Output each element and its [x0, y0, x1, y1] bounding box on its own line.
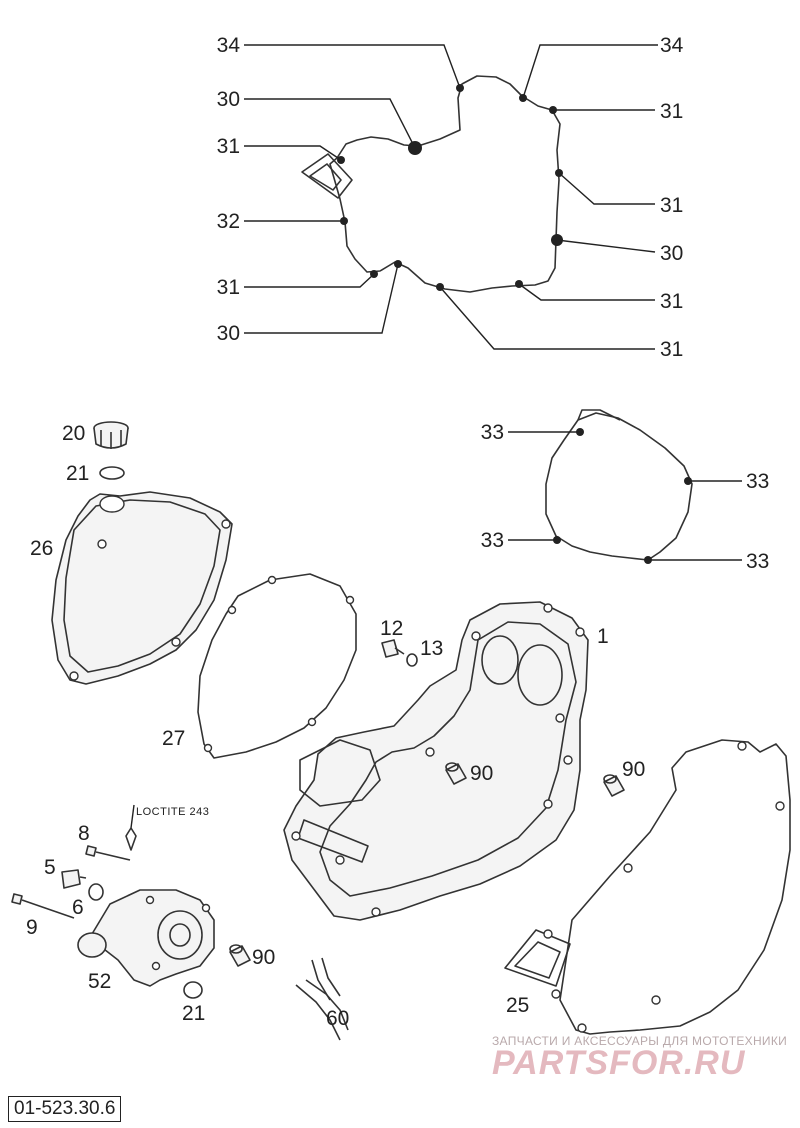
callout-26: 26 — [30, 537, 53, 560]
coolant-hose — [295, 957, 349, 1041]
callout-21-lower: 21 — [182, 1002, 205, 1025]
top-gasket-callouts: 34 34 30 31 31 31 32 30 31 31 30 31 — [217, 34, 684, 361]
callout-20: 20 — [62, 422, 85, 445]
callout-6: 6 — [72, 896, 84, 919]
callout-33-bottom-left: 33 — [481, 529, 504, 552]
clutch-cover-outer-gasket — [504, 739, 791, 1035]
callout-90-left: 90 — [470, 762, 493, 785]
callout-34-right: 34 — [660, 34, 684, 57]
dowel-sleeve-lower — [229, 944, 251, 967]
o-ring-lower — [183, 981, 203, 999]
callout-31-right-mid: 31 — [660, 194, 683, 217]
top-gasket-leader-lines — [244, 44, 658, 350]
o-ring-upper — [99, 466, 125, 480]
dowel-sleeve-upper-left — [445, 762, 467, 785]
ignition-gasket-callouts: 33 33 33 33 — [481, 421, 770, 573]
callout-25: 25 — [506, 994, 529, 1017]
ignition-cover — [51, 491, 233, 685]
callout-12: 12 — [380, 617, 403, 640]
oil-filler-plug — [93, 421, 129, 449]
callout-9: 9 — [26, 916, 38, 939]
callout-5: 5 — [44, 856, 56, 879]
callout-30-bottom: 30 — [217, 322, 240, 345]
watermark-tagline: ЗАПЧАСТИ И АКСЕССУАРЫ ДЛЯ МОТОТЕХНИКИ — [492, 1034, 787, 1048]
callout-32: 32 — [217, 210, 240, 233]
callout-90-lower: 90 — [252, 946, 275, 969]
callout-34-left: 34 — [217, 34, 241, 57]
callout-33-top-left: 33 — [481, 421, 504, 444]
callout-8: 8 — [78, 822, 90, 845]
callout-31-right-top: 31 — [660, 100, 683, 123]
callout-27: 27 — [162, 727, 185, 750]
ignition-cover-gasket-27 — [197, 573, 357, 759]
ignition-gasket-leaders — [508, 431, 742, 561]
watermark-brand: PARTSFOR.RU — [492, 1044, 746, 1082]
sealing-washer — [406, 653, 418, 667]
callout-31-bottom: 31 — [660, 338, 683, 361]
loctite-label: LOCTITE 243 — [136, 806, 209, 818]
ignition-gasket-points — [553, 428, 692, 564]
diagram-reference-code: 01-523.30.6 — [8, 1096, 122, 1122]
callout-31-left-low: 31 — [217, 276, 240, 299]
callout-21-upper: 21 — [66, 462, 89, 485]
callout-31-left-top: 31 — [217, 135, 240, 158]
plug-washer — [88, 883, 104, 901]
callout-30-top: 30 — [217, 88, 240, 111]
screw-plug — [61, 869, 87, 889]
clutch-cover-gasket — [301, 75, 561, 293]
loctite-annotation: LOCTITE 243 — [125, 804, 209, 851]
callout-30-right: 30 — [660, 242, 683, 265]
callout-90-right: 90 — [622, 758, 645, 781]
callout-13: 13 — [420, 637, 443, 660]
water-pump-bolt — [11, 893, 75, 919]
dowel-sleeve-upper-right — [603, 774, 625, 797]
clutch-cover-housing — [283, 601, 589, 921]
gasket-fastener-points — [337, 84, 563, 291]
callout-33-bottom-right: 33 — [746, 550, 769, 573]
callout-52: 52 — [88, 970, 111, 993]
callout-33-right: 33 — [746, 470, 769, 493]
callout-1: 1 — [597, 625, 609, 648]
water-pump-housing — [77, 889, 215, 987]
drain-bolt — [381, 639, 405, 658]
water-pump-bolt-long — [85, 845, 131, 861]
watermark: ЗАПЧАСТИ И АКСЕССУАРЫ ДЛЯ МОТОТЕХНИКИ PA… — [492, 1034, 787, 1082]
callout-31-right-low: 31 — [660, 290, 683, 313]
callout-60: 60 — [326, 1007, 349, 1030]
